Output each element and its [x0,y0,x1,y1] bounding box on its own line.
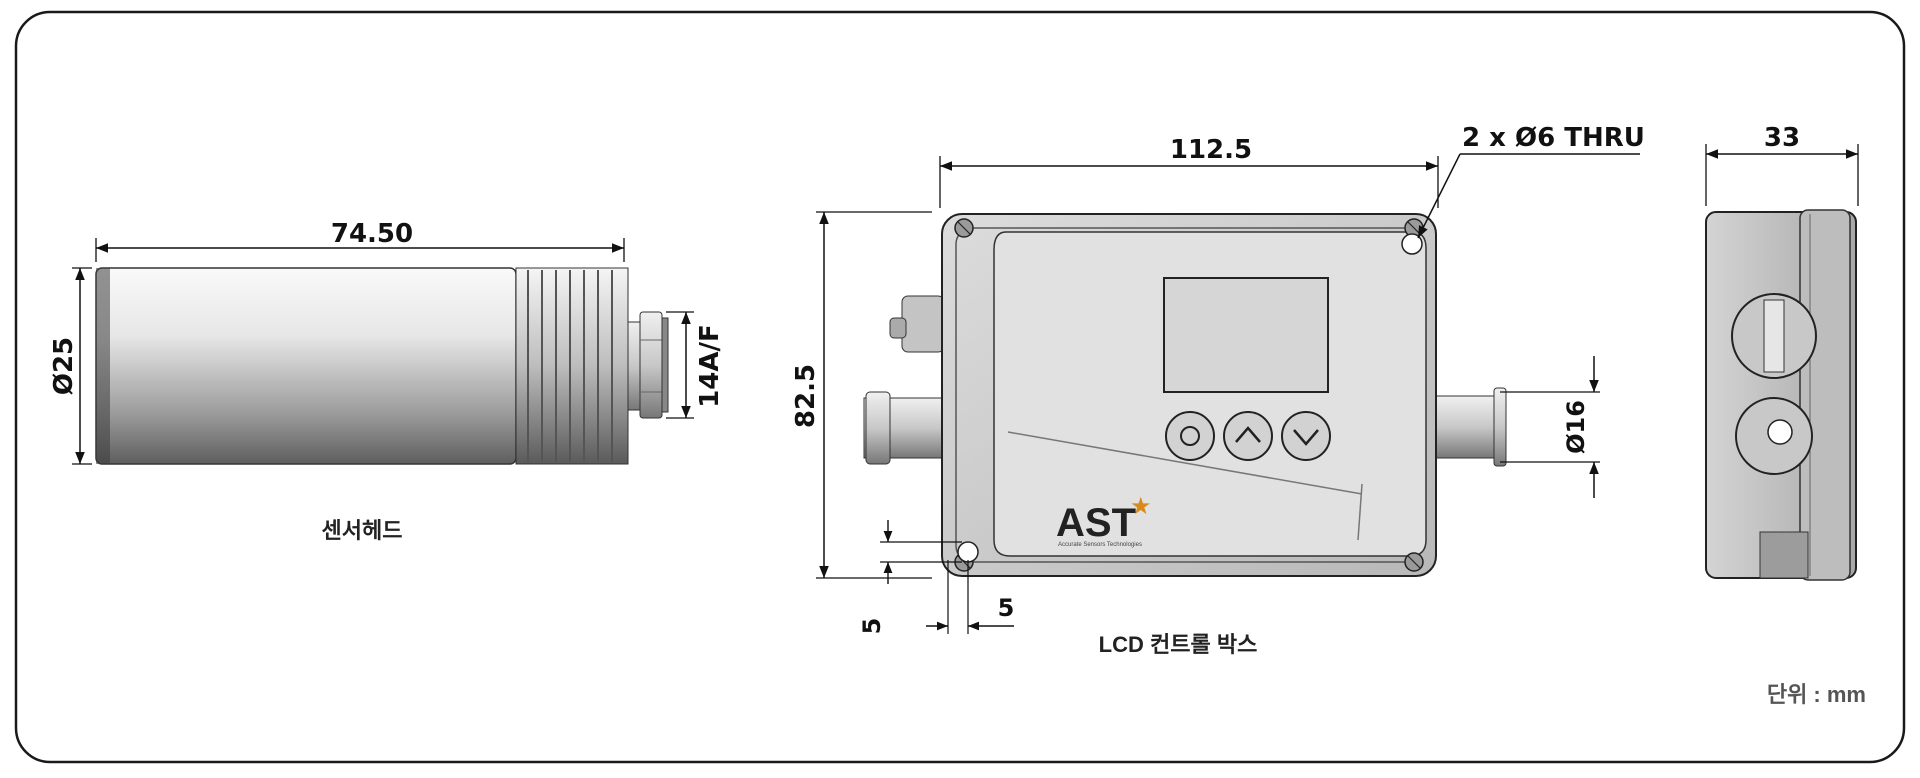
sensor-body [95,267,517,465]
ast-logo: AST [1056,501,1136,545]
sensor-connector [661,317,669,413]
control-box-drawing: AST ★ Accurate Sensors Technologies 112.… [791,123,1645,657]
dim-offset-x: 5 [998,594,1015,622]
dim-sensor-diameter: Ø25 [49,337,79,395]
right-cable-pipe [1431,395,1505,459]
side-lid [1799,209,1851,581]
chevron-up-icon [1235,426,1261,443]
caption-control-box: LCD 컨트롤 박스 [1099,632,1258,657]
lcd-window [1163,277,1329,393]
through-hole-bottom-left [957,541,979,563]
dim-offset-y: 5 [858,618,886,635]
dim-box-height: 82.5 [791,364,821,428]
caption-sensor-head: 센서헤드 [322,518,403,543]
chevron-down-icon [1293,429,1319,446]
sensor-head-drawing: 74.50 Ø25 14A/F 센서헤드 [49,219,725,543]
unit-label: 단위 : mm [1767,682,1866,707]
ast-logo-subtext: Accurate Sensors Technologies [1058,542,1142,548]
through-hole-top-right [1401,233,1423,255]
dim-hole-note: 2 x Ø6 THRU [1462,123,1645,153]
dim-sensor-hex: 14A/F [695,324,725,408]
side-bottom-block [1759,531,1809,579]
sensor-hex-nut [639,311,663,419]
left-cable-nut [865,391,891,465]
side-view-drawing: 33 [1705,123,1859,581]
leader-hole-note [1417,153,1461,239]
up-button[interactable] [1223,411,1273,461]
sensor-neck [627,321,641,411]
sensor-front-lens [96,268,110,464]
star-icon: ★ [1130,493,1152,520]
dim-side-depth: 33 [1764,123,1800,153]
thread-grooves [527,270,613,462]
dim-box-width: 112.5 [1170,135,1252,165]
right-cable-nut [1493,387,1507,467]
dim-cable: Ø16 [1562,400,1590,454]
circle-button[interactable] [1165,411,1215,461]
circle-icon [1180,426,1200,446]
dim-sensor-length: 74.50 [331,219,413,249]
top-left-gland [901,295,945,353]
down-button[interactable] [1281,411,1331,461]
